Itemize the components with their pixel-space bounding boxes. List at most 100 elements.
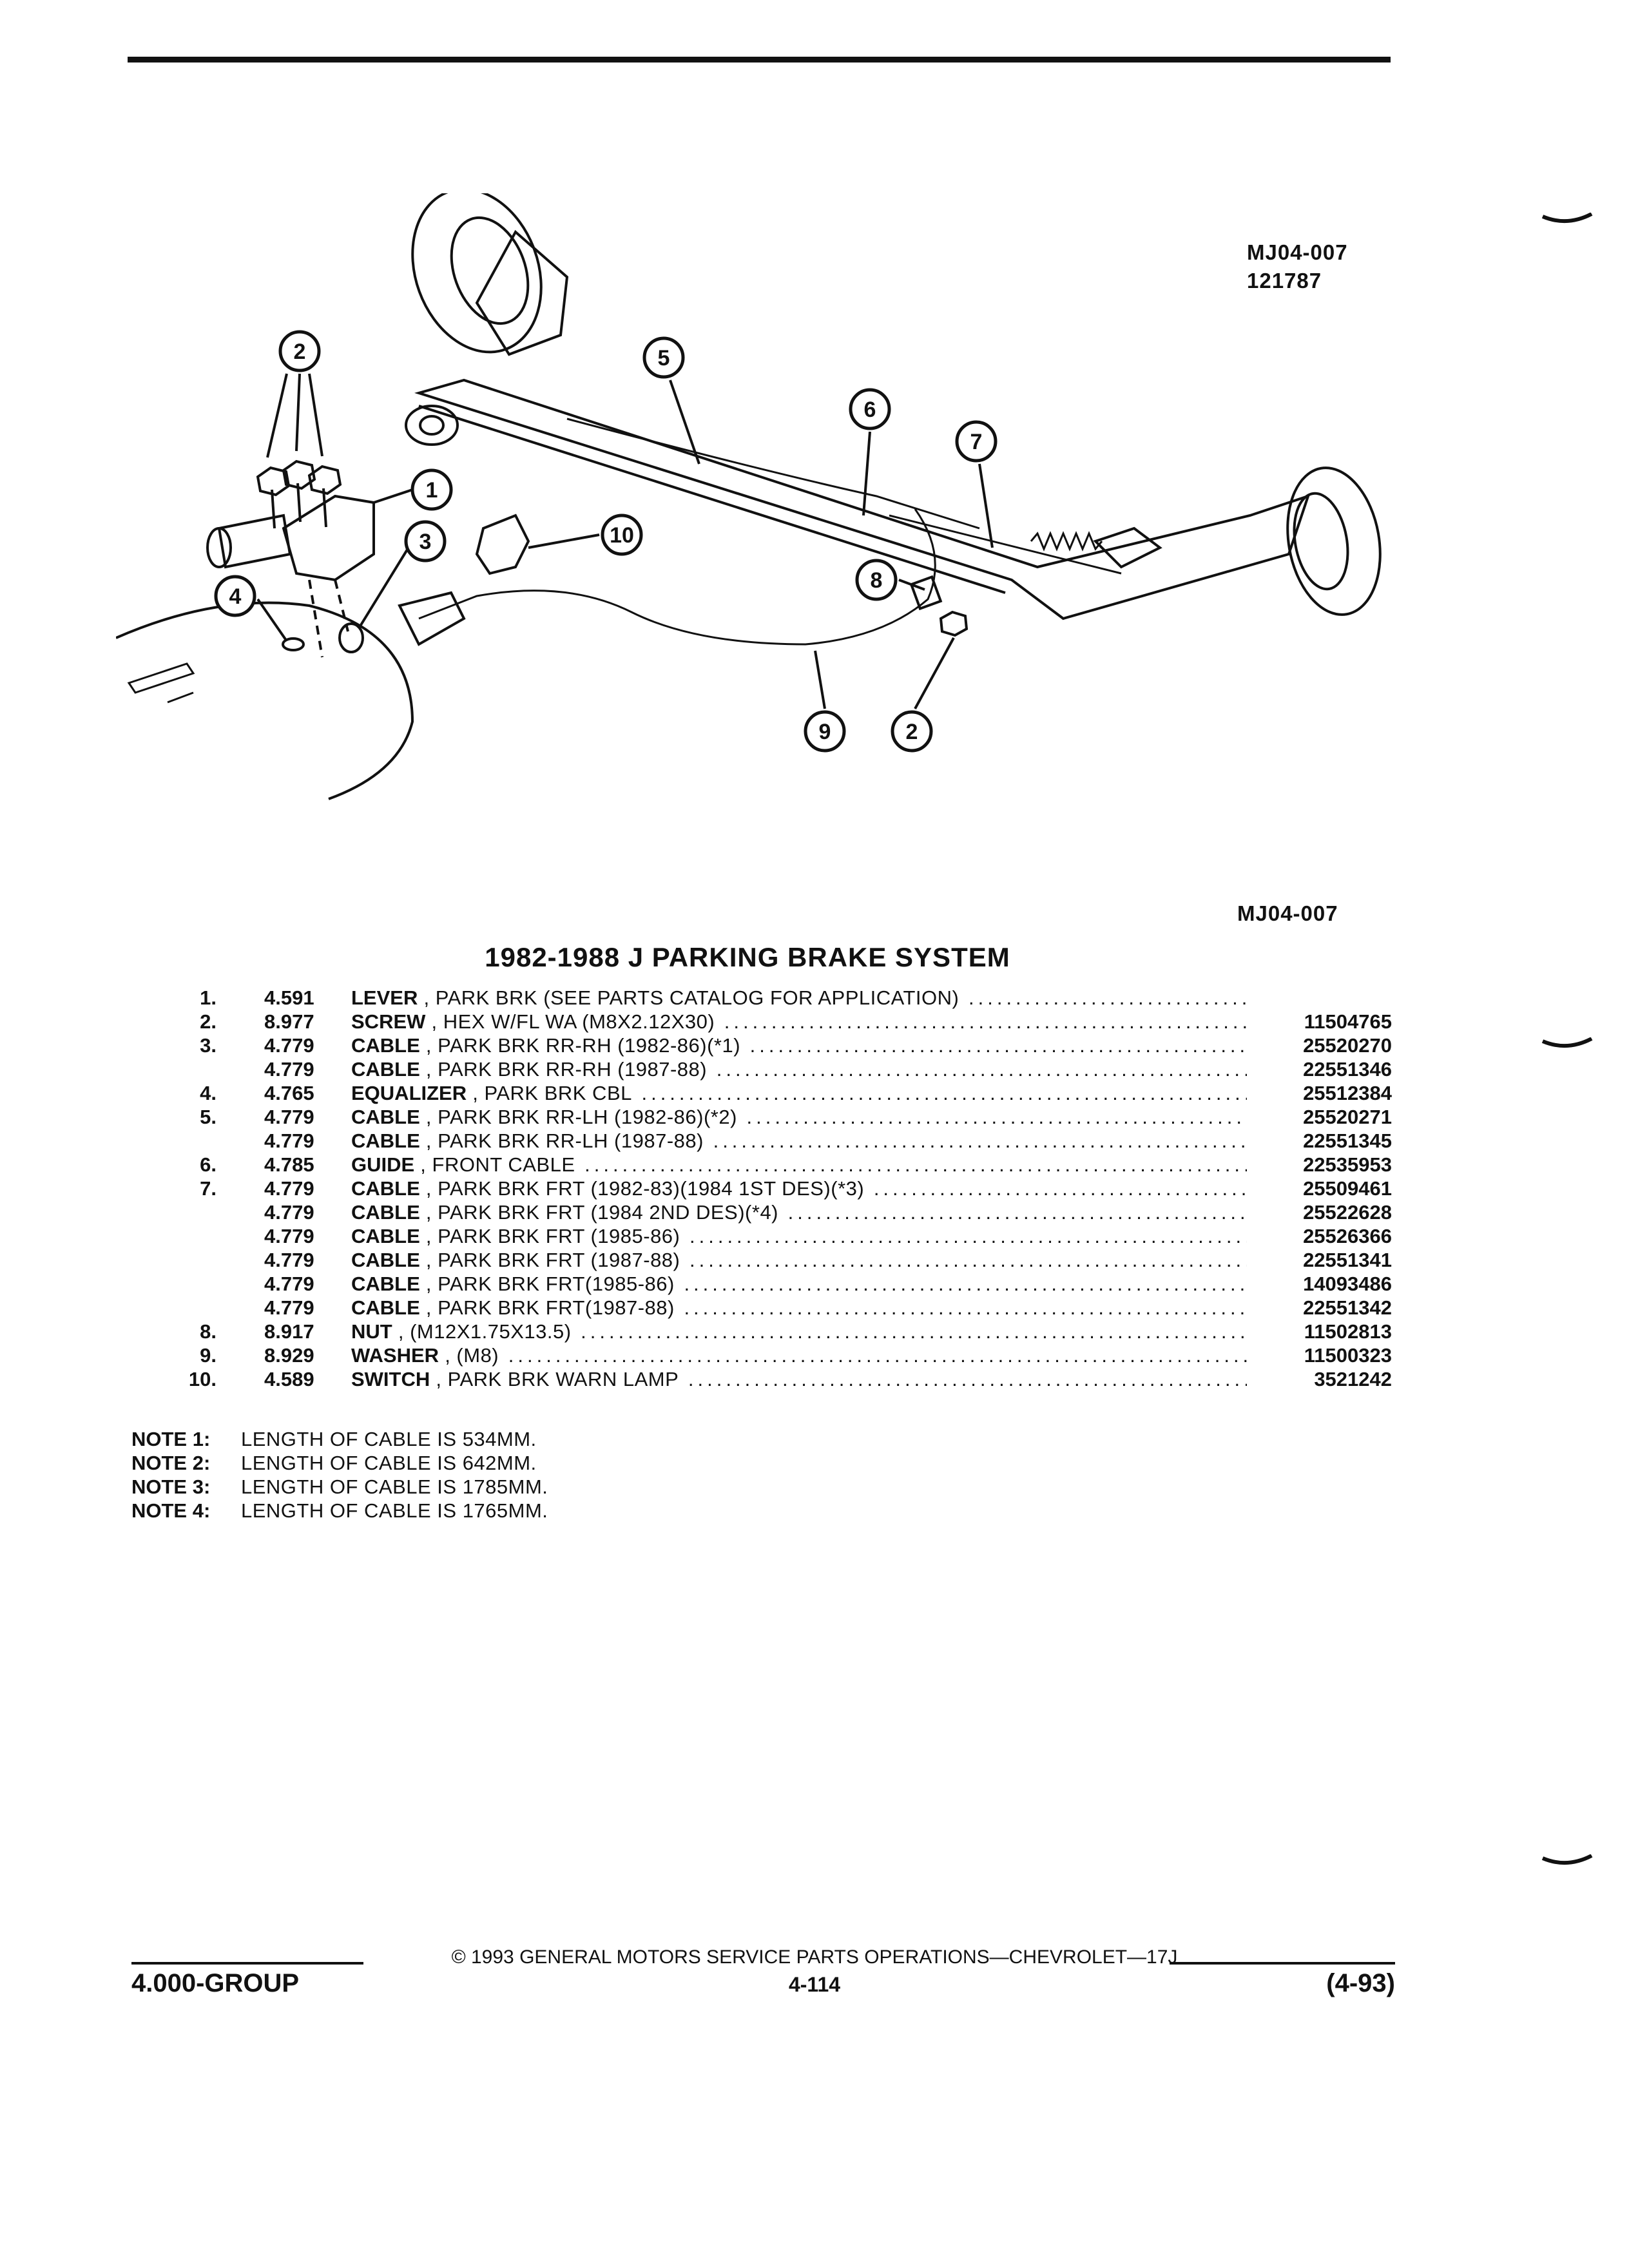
item-detail: PARK BRK RR-LH (1987-88) xyxy=(438,1129,704,1152)
rear-drum-right xyxy=(1286,466,1382,616)
item-description: NUT , (M12X1.75X13.5) ..................… xyxy=(351,1320,1247,1343)
item-name: CABLE xyxy=(351,1225,420,1247)
item-detail: PARK BRK RR-RH (1987-88) xyxy=(438,1058,708,1081)
scan-mark xyxy=(1541,1037,1593,1048)
item-number: 4. xyxy=(200,1082,217,1104)
callout-2-bottom: 2 xyxy=(891,710,933,753)
figure-code: MJ04-007 xyxy=(1247,240,1348,264)
item-detail: PARK BRK FRT(1987-88) xyxy=(438,1296,675,1319)
leader-dots: ........................................… xyxy=(713,1129,1247,1152)
part-number: 22551342 xyxy=(1303,1296,1392,1319)
note-text: LENGTH OF CABLE IS 642MM. xyxy=(241,1452,537,1474)
item-sep: , xyxy=(419,1273,438,1295)
part-number: 25526366 xyxy=(1303,1225,1392,1247)
park-brake-lever xyxy=(282,494,375,582)
item-name: CABLE xyxy=(351,1034,420,1057)
svg-text:9: 9 xyxy=(819,720,831,744)
item-detail: PARK BRK CBL xyxy=(484,1082,632,1104)
part-number: 11500323 xyxy=(1304,1344,1392,1367)
page-title: 1982-1988 J PARKING BRAKE SYSTEM xyxy=(485,942,1010,972)
item-name: SWITCH xyxy=(351,1368,430,1390)
part-number: 14093486 xyxy=(1303,1273,1392,1295)
item-name: CABLE xyxy=(351,1201,420,1224)
item-description: SCREW , HEX W/FL WA (M8X2.12X30) .......… xyxy=(351,1010,1247,1033)
item-sep: , xyxy=(419,1129,438,1152)
item-description: CABLE , PARK BRK FRT (1985-86) .........… xyxy=(351,1224,1247,1248)
footer-copyright: © 1993 GENERAL MOTORS SERVICE PARTS OPER… xyxy=(451,1946,1178,1968)
item-detail: PARK BRK FRT (1987-88) xyxy=(438,1249,680,1271)
svg-text:6: 6 xyxy=(864,398,876,422)
leader-dots: ........................................… xyxy=(581,1320,1247,1343)
item-name: CABLE xyxy=(351,1249,420,1271)
item-sep: , xyxy=(430,1368,448,1390)
group-number: 8.929 xyxy=(264,1344,314,1367)
washer xyxy=(282,637,305,651)
item-sep: , xyxy=(419,1177,438,1200)
group-number: 4.785 xyxy=(264,1153,314,1176)
warn-lamp-switch xyxy=(475,514,530,575)
callout-8: 3 xyxy=(404,520,447,562)
group-number: 4.779 xyxy=(264,1201,314,1224)
callout-2-top: 2 xyxy=(278,330,321,372)
note-label: NOTE 4: xyxy=(131,1499,211,1522)
item-description: CABLE , PARK BRK RR-RH (1987-88) .......… xyxy=(351,1057,1247,1081)
item-detail: PARK BRK (SEE PARTS CATALOG FOR APPLICAT… xyxy=(435,986,959,1009)
item-name: SCREW xyxy=(351,1010,426,1033)
part-number: 11504765 xyxy=(1304,1010,1392,1033)
footer-rule-left xyxy=(131,1962,363,1965)
item-detail: FRONT CABLE xyxy=(432,1153,575,1176)
item-detail: PARK BRK FRT (1982-83)(1984 1ST DES)(*3) xyxy=(438,1177,865,1200)
figure-date-code: 121787 xyxy=(1247,269,1322,293)
leader-dots: ........................................… xyxy=(584,1153,1247,1176)
note-text: LENGTH OF CABLE IS 1785MM. xyxy=(241,1475,548,1498)
item-description: CABLE , PARK BRK RR-LH (1987-88) .......… xyxy=(351,1129,1247,1153)
scan-mark xyxy=(1541,213,1593,224)
group-number: 4.591 xyxy=(264,986,314,1009)
leader-dots: ........................................… xyxy=(684,1273,1247,1295)
item-name: CABLE xyxy=(351,1106,420,1128)
item-description: WASHER , (M8) ..........................… xyxy=(351,1343,1247,1367)
callout-7: 9 xyxy=(804,710,846,753)
item-description: CABLE , PARK BRK FRT (1982-83)(1984 1ST … xyxy=(351,1177,1247,1200)
leader-dots: ........................................… xyxy=(787,1201,1247,1224)
item-number: 7. xyxy=(200,1177,217,1200)
item-number: 8. xyxy=(200,1320,217,1343)
item-name: EQUALIZER xyxy=(351,1082,467,1104)
parts-row: 8. 8.917 NUT , (M12X1.75X13.5) ...........… xyxy=(0,1320,1629,1343)
part-number: 25512384 xyxy=(1303,1082,1392,1104)
item-sep: , xyxy=(419,1034,438,1057)
cable-nut xyxy=(338,622,364,653)
bushing xyxy=(405,405,459,446)
group-number: 8.917 xyxy=(264,1320,314,1343)
note-label: NOTE 2: xyxy=(131,1452,211,1474)
note-label: NOTE 3: xyxy=(131,1475,211,1498)
item-detail: PARK BRK FRT(1985-86) xyxy=(438,1273,675,1295)
leader-dots: ........................................… xyxy=(749,1034,1247,1057)
item-description: CABLE , PARK BRK FRT(1987-88) ..........… xyxy=(351,1296,1247,1320)
part-number: 22551345 xyxy=(1303,1129,1392,1152)
callout-5: 7 xyxy=(955,420,998,463)
item-name: CABLE xyxy=(351,1058,420,1081)
svg-text:2: 2 xyxy=(906,720,918,744)
part-number: 22551341 xyxy=(1303,1249,1392,1271)
part-number: 25520271 xyxy=(1303,1106,1392,1128)
item-detail: (M12X1.75X13.5) xyxy=(410,1320,572,1343)
item-number: 1. xyxy=(200,986,217,1009)
item-sep: , xyxy=(419,1225,438,1247)
floor-pan-outline xyxy=(116,601,414,800)
item-description: CABLE , PARK BRK RR-RH (1982-86)(*1) ...… xyxy=(351,1033,1247,1057)
item-detail: PARK BRK WARN LAMP xyxy=(447,1368,679,1390)
footer-date: (4-93) xyxy=(1326,1969,1395,1997)
item-name: LEVER xyxy=(351,986,418,1009)
leader-dots: ........................................… xyxy=(688,1368,1247,1390)
group-number: 4.779 xyxy=(264,1225,314,1247)
svg-text:2: 2 xyxy=(294,340,306,364)
part-number: 11502813 xyxy=(1304,1320,1392,1343)
group-number: 8.977 xyxy=(264,1010,314,1033)
